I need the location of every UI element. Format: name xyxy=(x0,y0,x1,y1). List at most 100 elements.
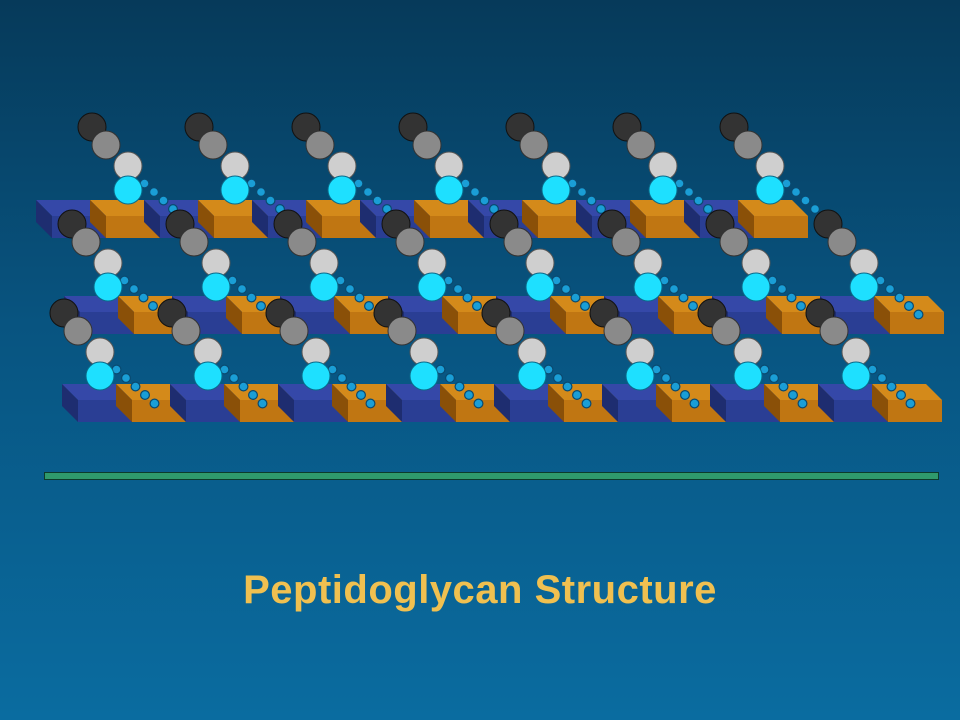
slide-title: Peptidoglycan Structure xyxy=(243,568,717,612)
layer2-nam-block-front xyxy=(890,312,944,334)
layer3-crossbridge-bead xyxy=(120,373,131,384)
layer1-crossbridge-bead xyxy=(479,195,490,206)
layer3-crossbridge-bead xyxy=(257,398,268,409)
layer3-amino-acid-base xyxy=(301,361,331,391)
layer1-amino-acid-base xyxy=(648,175,678,205)
layer1-nam-block-top xyxy=(90,200,160,216)
layer3-crossbridge-bead xyxy=(895,390,906,401)
layer1-nam-block-top xyxy=(198,200,268,216)
layer3-crossbridge-bead xyxy=(346,381,357,392)
layer2-amino-acid-base xyxy=(633,272,663,302)
layer2-nam-block-side xyxy=(118,296,134,334)
layer1-amino-acid-base xyxy=(434,175,464,205)
layer1-crossbridge-bead xyxy=(158,195,169,206)
layer1-crossbridge-bead xyxy=(149,187,160,198)
layer3-nag-block-top xyxy=(710,384,780,400)
layer1-amino-acid-mid xyxy=(412,130,442,160)
layer2-amino-acid-base xyxy=(525,272,555,302)
layer2-crossbridge-bead xyxy=(256,301,267,312)
layer3-amino-acid-mid xyxy=(171,316,201,346)
layer2-nag-block-top xyxy=(604,296,674,312)
layer2-crossbridge-bead xyxy=(678,292,689,303)
layer3-crossbridge-bead xyxy=(248,390,259,401)
layer3-nag-block-side xyxy=(602,384,618,422)
layer3-amino-acid-mid xyxy=(279,316,309,346)
layer3-crossbridge-bead xyxy=(778,381,789,392)
layer1-amino-acid-base xyxy=(327,175,357,205)
layer3-amino-acid-mid xyxy=(711,316,741,346)
layer1-amino-acid-mid xyxy=(91,130,121,160)
layer3-nag-block-top xyxy=(62,384,132,400)
layer2-crossbridge-bead xyxy=(884,284,895,295)
divider-bar xyxy=(44,472,939,480)
layer1-nag-block-side xyxy=(576,200,592,238)
layer1-crossbridge-bead xyxy=(595,204,606,215)
layer2-nag-block-top xyxy=(712,296,782,312)
peptidoglycan-diagram xyxy=(36,112,944,422)
layer1-crossbridge-bead xyxy=(372,195,383,206)
layer2-amino-acid-mid xyxy=(827,227,857,257)
layer2-crossbridge-bead xyxy=(894,292,905,303)
layer1-nam-block-top xyxy=(306,200,376,216)
layer2-crossbridge-bead xyxy=(795,301,806,312)
layer1-crossbridge-bead xyxy=(363,187,374,198)
layer3-amino-acid-base xyxy=(625,361,655,391)
layer3-crossbridge-bead xyxy=(679,390,690,401)
layer1-nag-block-side xyxy=(468,200,484,238)
layer1-amino-acid-mid xyxy=(305,130,335,160)
layer2-crossbridge-bead xyxy=(687,301,698,312)
layer2-nam-block-side xyxy=(658,296,674,334)
layer1-nam-block-side xyxy=(306,200,322,238)
layer1-nam-block-top xyxy=(522,200,592,216)
layer3-crossbridge-bead xyxy=(787,390,798,401)
layer2-nag-block-top xyxy=(496,296,566,312)
layer3-nag-block-side xyxy=(710,384,726,422)
layer2-crossbridge-bead xyxy=(453,284,464,295)
layer1-nam-block-top xyxy=(738,200,808,216)
layer2-crossbridge-bead xyxy=(786,292,797,303)
layer3-nag-block-top xyxy=(602,384,672,400)
layer2-crossbridge-bead xyxy=(246,292,257,303)
layer2-amino-acid-base xyxy=(309,272,339,302)
layer1-nam-block-top xyxy=(630,200,700,216)
layer3-amino-acid-base xyxy=(733,361,763,391)
layer2-amino-acid-mid xyxy=(71,227,101,257)
layer3-nag-block-side xyxy=(62,384,78,422)
layer2-amino-acid-base xyxy=(417,272,447,302)
layer3-crossbridge-bead xyxy=(473,398,484,409)
layer3-nag-block-top xyxy=(278,384,348,400)
layer2-crossbridge-bead xyxy=(570,292,581,303)
layer1-crossbridge-bead xyxy=(800,195,811,206)
layer1-crossbridge-bead xyxy=(265,195,276,206)
layer2-nag-block-top xyxy=(820,296,890,312)
layer3-nam-block-side xyxy=(764,384,780,422)
layer3-amino-acid-base xyxy=(85,361,115,391)
layer3-amino-acid-base xyxy=(841,361,871,391)
layer3-nam-block-side xyxy=(656,384,672,422)
layer2-amino-acid-mid xyxy=(395,227,425,257)
layer1-nam-block-side xyxy=(522,200,538,238)
layer3-crossbridge-bead xyxy=(337,373,348,384)
layer1-amino-acid-mid xyxy=(626,130,656,160)
layer3-nam-block-side xyxy=(440,384,456,422)
layer3-crossbridge-bead xyxy=(768,373,779,384)
layer1-nam-block-side xyxy=(198,200,214,238)
layer3-nag-block-top xyxy=(494,384,564,400)
layer3-amino-acid-base xyxy=(193,361,223,391)
layer3-nam-block-side xyxy=(116,384,132,422)
layer3-amino-acid-base xyxy=(517,361,547,391)
layer1-crossbridge-bead xyxy=(489,204,500,215)
layer3-amino-acid-mid xyxy=(63,316,93,346)
layer1-nag-block-side xyxy=(360,200,376,238)
layer3-amino-acid-mid xyxy=(495,316,525,346)
layer3-crossbridge-bead xyxy=(581,398,592,409)
layer2-crossbridge-bead xyxy=(560,284,571,295)
layer3-nag-block-top xyxy=(818,384,888,400)
layer3-crossbridge-bead xyxy=(454,381,465,392)
layer2-nam-block-side xyxy=(550,296,566,334)
layer2-amino-acid-base xyxy=(93,272,123,302)
layer3-nam-block-side xyxy=(332,384,348,422)
layer2-amino-acid-mid xyxy=(503,227,533,257)
layer3-crossbridge-bead xyxy=(562,381,573,392)
layer1-nam-block-side xyxy=(414,200,430,238)
